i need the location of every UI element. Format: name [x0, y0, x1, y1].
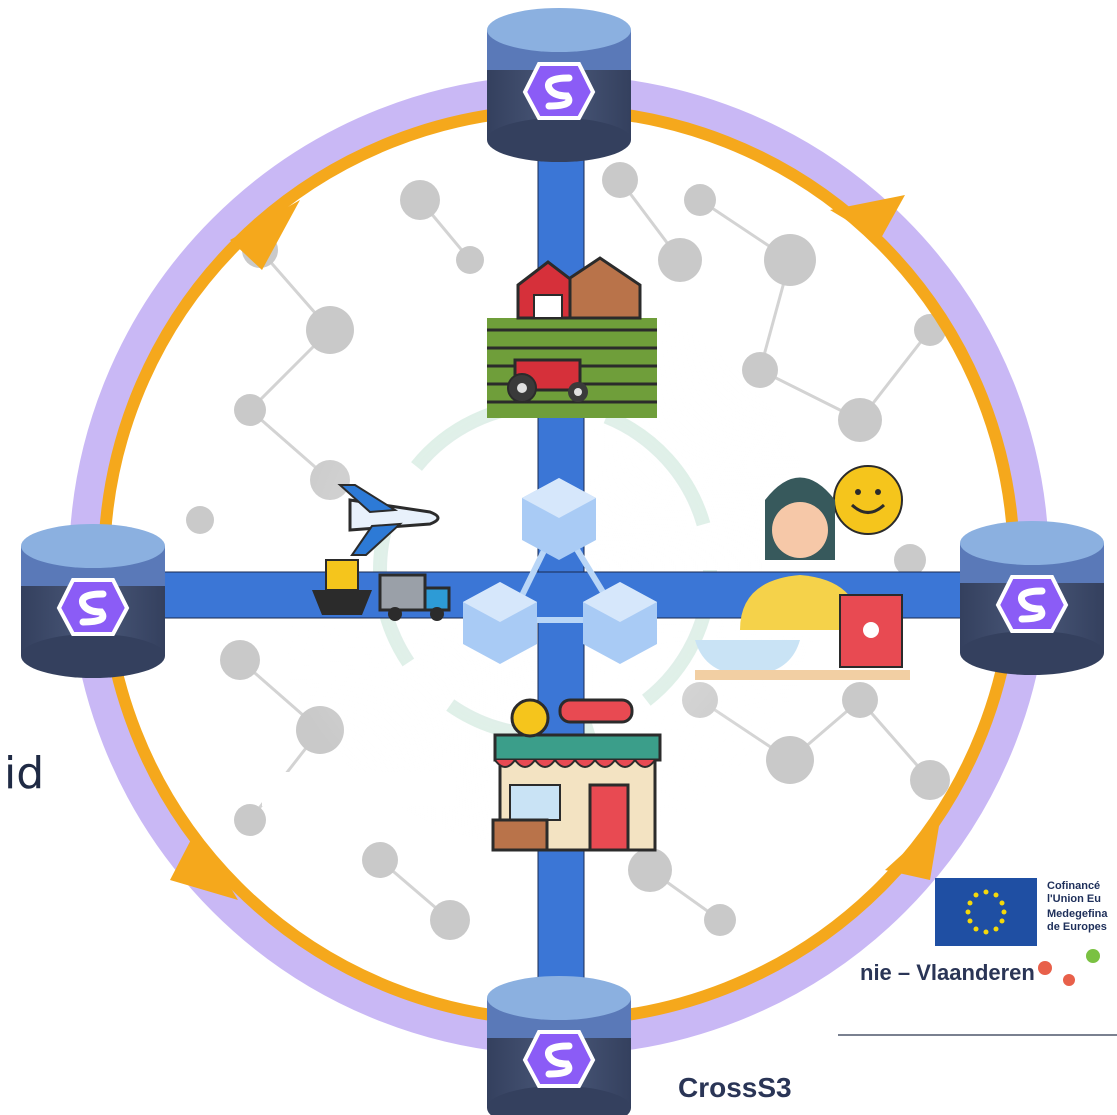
- market-store-icon: [491, 698, 662, 852]
- eu-cofunding-line-4: de Europes: [1047, 921, 1107, 933]
- eu-cofunding-line-3: Medegefina: [1047, 908, 1108, 920]
- database-cylinder-top: [487, 8, 631, 162]
- eu-cofunding-line-2: l'Union Eu: [1047, 893, 1101, 905]
- eu-flag-logo: [935, 878, 1037, 946]
- farm-barn-tractor-icon: [487, 256, 657, 418]
- database-cylinder-bottom: [487, 976, 631, 1115]
- project-name: CrossS3: [678, 1072, 792, 1103]
- database-cylinder-right: [960, 521, 1104, 675]
- interreg-dots-logo: [1038, 949, 1100, 986]
- blockchain-cubes-icon: [463, 478, 657, 664]
- plane-ship-truck-icon: [312, 484, 451, 621]
- region-label: nie – Vlaanderen: [860, 960, 1035, 985]
- side-text-fragment: id: [4, 748, 45, 799]
- blank-label-patch: [262, 772, 454, 806]
- ring-arrowheads: [170, 195, 940, 900]
- database-cylinder-left: [21, 524, 165, 678]
- eu-cofunding-line-1: Cofinancé: [1047, 880, 1101, 892]
- shopper-woman-icon: [695, 465, 910, 680]
